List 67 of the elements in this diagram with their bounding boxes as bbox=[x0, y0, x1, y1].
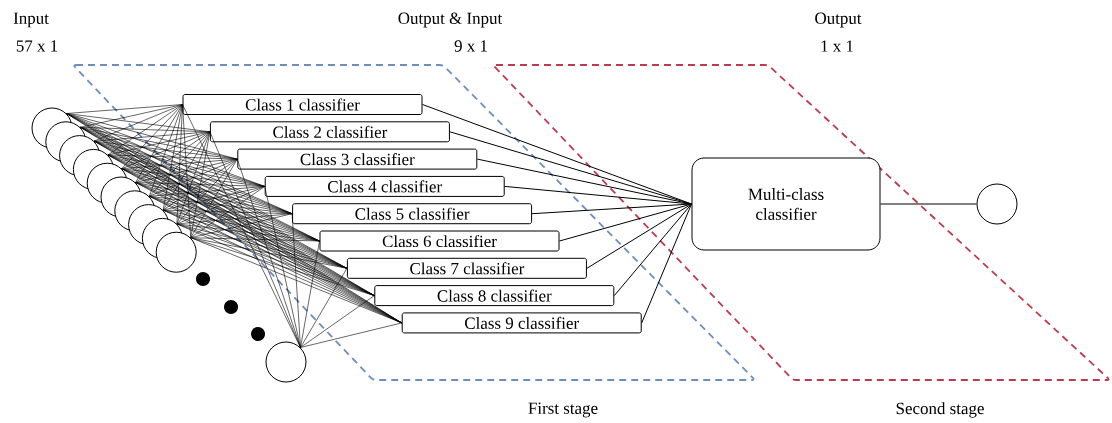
classifier-box: Class 2 classifier bbox=[209, 121, 450, 143]
classifier-box: Class 3 classifier bbox=[237, 148, 478, 170]
connector-line bbox=[613, 203, 692, 297]
classifier-box: Class 7 classifier bbox=[346, 257, 587, 279]
heading-label: 57 x 1 bbox=[16, 40, 58, 52]
classifier-box: Class 4 classifier bbox=[264, 175, 505, 197]
output-circle bbox=[976, 183, 1018, 225]
connector-line bbox=[176, 131, 211, 225]
heading-label: 9 x 1 bbox=[454, 40, 487, 52]
connector-line bbox=[135, 182, 320, 242]
connector-line bbox=[182, 104, 301, 348]
neuron-circle bbox=[265, 341, 307, 383]
heading-label: 1 x 1 bbox=[821, 40, 853, 52]
connector-line bbox=[80, 104, 183, 128]
connector-line bbox=[135, 158, 238, 183]
connector-line bbox=[641, 203, 692, 324]
connector-line bbox=[121, 168, 265, 187]
classifier-box: Class 6 classifier bbox=[319, 230, 560, 252]
connector-line bbox=[880, 203, 977, 205]
connector-line bbox=[190, 131, 211, 238]
connector-line bbox=[107, 104, 183, 156]
connector-line bbox=[586, 203, 692, 269]
classifier-box: Class 9 classifier bbox=[401, 312, 642, 334]
classifier-box: Class 8 classifier bbox=[374, 285, 615, 307]
connector-line bbox=[300, 322, 402, 348]
connector-line bbox=[190, 237, 320, 242]
connector-line bbox=[190, 213, 293, 238]
connector-line bbox=[300, 268, 348, 348]
connector-line bbox=[162, 104, 183, 211]
connector-line bbox=[93, 131, 211, 142]
classifier-box: Multi-class classifier bbox=[691, 157, 881, 251]
connector-line bbox=[176, 186, 265, 225]
connector-line bbox=[135, 104, 183, 183]
connector-line bbox=[300, 295, 375, 348]
heading-label: Second stage bbox=[896, 402, 984, 418]
connector-line bbox=[107, 154, 238, 160]
neuron-circle bbox=[155, 231, 197, 273]
connector-line bbox=[176, 213, 293, 225]
connector-line bbox=[190, 237, 402, 324]
connector-line bbox=[300, 240, 320, 348]
connector-line bbox=[93, 104, 183, 142]
connector-line bbox=[149, 158, 238, 197]
connector-line bbox=[176, 158, 238, 225]
connector-line bbox=[121, 104, 183, 169]
connector-line bbox=[237, 158, 301, 348]
heading-label: Output bbox=[815, 12, 862, 28]
connector-line bbox=[121, 131, 211, 169]
connector-line bbox=[162, 186, 265, 211]
connector-line bbox=[449, 131, 692, 205]
connector-line bbox=[182, 104, 191, 238]
connector-line bbox=[190, 186, 265, 238]
connector-line bbox=[149, 131, 211, 197]
connector-line bbox=[190, 158, 238, 238]
connector-line bbox=[107, 154, 348, 269]
heading-label: First stage bbox=[528, 402, 598, 418]
connector-line bbox=[531, 203, 692, 215]
connector-line bbox=[162, 131, 211, 211]
connector-line bbox=[190, 237, 348, 269]
connector-line bbox=[149, 104, 183, 197]
connector-line bbox=[504, 185, 692, 205]
heading-label: Output & Input bbox=[398, 12, 503, 28]
connector-line bbox=[264, 186, 301, 348]
classifier-box: Class 1 classifier bbox=[182, 94, 423, 115]
heading-label: Input bbox=[13, 12, 49, 28]
connector-line bbox=[559, 203, 692, 242]
connector-line bbox=[162, 158, 238, 211]
classifier-box: Class 5 classifier bbox=[292, 203, 533, 225]
